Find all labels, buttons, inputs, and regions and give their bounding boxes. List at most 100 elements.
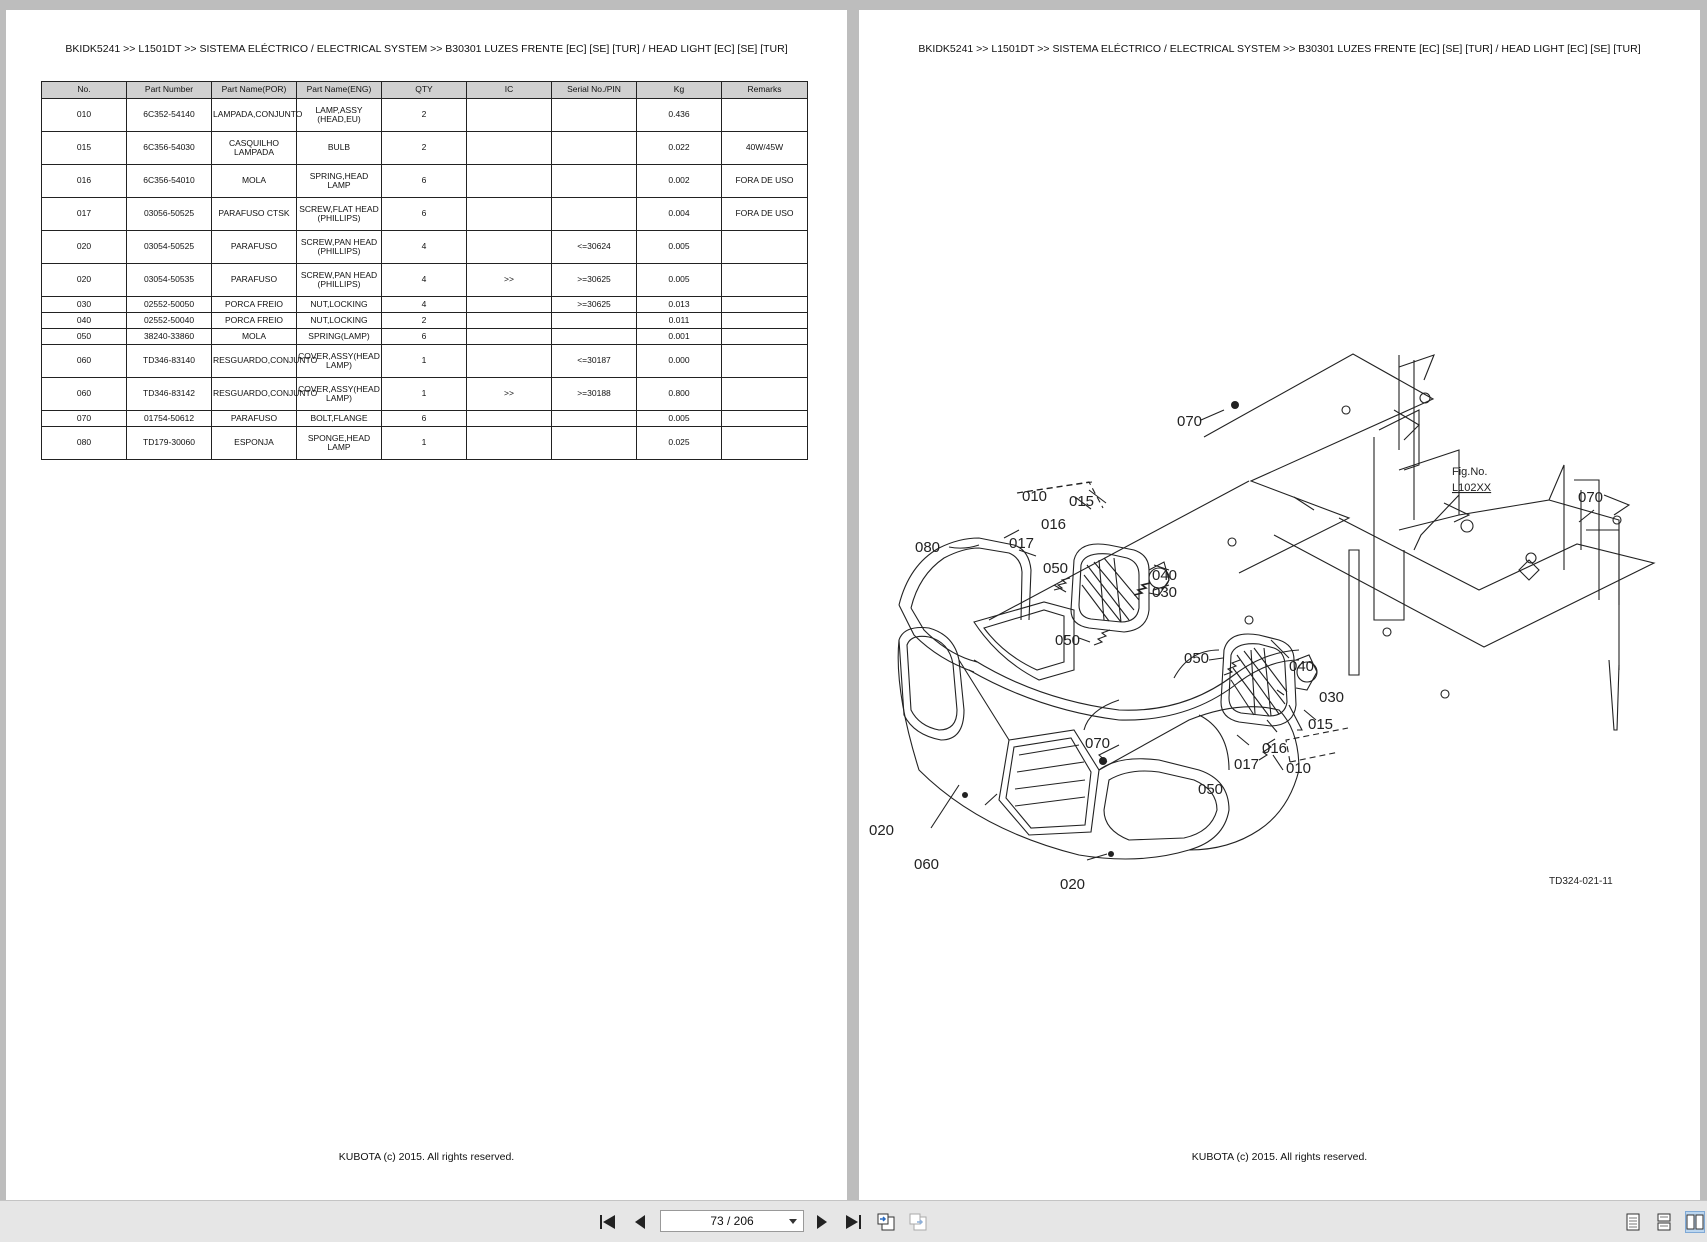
col-header-part-name-por: Part Name(POR): [211, 81, 297, 99]
callout-030-right: 030: [1319, 689, 1344, 706]
cell: 0.002: [636, 164, 722, 198]
cell: COVER,ASSY(HEAD LAMP): [296, 344, 382, 378]
cell: ESPONJA: [211, 426, 297, 460]
cell: [466, 410, 552, 427]
cell: RESGUARDO,CONJUNTO: [211, 377, 317, 411]
table-header-row: No. Part Number Part Name(POR) Part Name…: [41, 81, 808, 99]
callout-020-left: 020: [869, 822, 894, 839]
table-row: 030 02552-50050 PORCA FREIO NUT,LOCKING …: [41, 296, 808, 313]
table-row: 060 TD346-83142 RESGUARDO,CONJUNTO COVER…: [41, 377, 808, 411]
cell: 017: [41, 197, 127, 231]
callout-010-right: 010: [1286, 760, 1311, 777]
go-forward-view-button[interactable]: [908, 1212, 928, 1232]
table-row: 080 TD179-30060 ESPONJA SPONGE,HEAD LAMP…: [41, 426, 808, 460]
cell: [466, 312, 552, 329]
cell: 6C356-54010: [126, 164, 212, 198]
cell: 02552-50050: [126, 296, 212, 313]
left-page: BKIDK5241 >> L1501DT >> SISTEMA ELÉCTRIC…: [6, 10, 847, 1200]
cell: 4: [381, 296, 467, 313]
cell: 1: [381, 344, 467, 378]
cell: PARAFUSO: [211, 410, 297, 427]
cell: [721, 312, 808, 329]
fig-ref-label: L102XX: [1452, 482, 1492, 494]
cell: 0.005: [636, 410, 722, 427]
col-header-qty: QTY: [381, 81, 467, 99]
callout-016-right: 016: [1262, 740, 1287, 757]
cell: [551, 164, 637, 198]
cell: 6: [381, 197, 467, 231]
cell: [721, 98, 808, 132]
cell: SCREW,PAN HEAD (PHILLIPS): [296, 230, 382, 264]
cell: [466, 98, 552, 132]
cell: [466, 164, 552, 198]
cell: 050: [41, 328, 127, 345]
cell: 0.013: [636, 296, 722, 313]
cell: SPRING(LAMP): [296, 328, 382, 345]
two-page-icon: [1686, 1214, 1704, 1230]
table-row: 020 03054-50525 PARAFUSO SCREW,PAN HEAD …: [41, 230, 808, 264]
continuous-page-icon: [1657, 1213, 1671, 1231]
cell: [466, 344, 552, 378]
cell: 0.000: [636, 344, 722, 378]
go-back-view-button[interactable]: [876, 1212, 896, 1232]
continuous-view-button[interactable]: [1654, 1211, 1674, 1233]
cell: >>: [466, 263, 552, 297]
cell: 0.022: [636, 131, 722, 165]
cell: 0.005: [636, 263, 722, 297]
callout-017-left: 017: [1009, 535, 1034, 552]
first-page-icon: [600, 1215, 615, 1229]
callout-040-right: 040: [1289, 658, 1314, 675]
cell: 010: [41, 98, 127, 132]
cell: [466, 296, 552, 313]
page-indicator-text: 73 / 206: [710, 1214, 754, 1228]
single-page-view-button[interactable]: [1623, 1211, 1643, 1233]
cell: 2: [381, 98, 467, 132]
next-page-button[interactable]: [812, 1212, 832, 1232]
cell: SCREW,FLAT HEAD (PHILLIPS): [296, 197, 382, 231]
callout-020-bottom: 020: [1060, 876, 1085, 893]
cell: <=30624: [551, 230, 637, 264]
callout-070-center: 070: [1085, 735, 1110, 752]
cell: 0.004: [636, 197, 722, 231]
callout-080: 080: [915, 539, 940, 556]
cell: 016: [41, 164, 127, 198]
cell: 030: [41, 296, 127, 313]
cell: NUT,LOCKING: [296, 296, 382, 313]
cell: 080: [41, 426, 127, 460]
cell: 060: [41, 344, 127, 378]
cell: TD346-83142: [126, 377, 212, 411]
cell: [551, 98, 637, 132]
table-row: 050 38240-33860 MOLA SPRING(LAMP) 6 0.00…: [41, 328, 808, 345]
cell: 2: [381, 131, 467, 165]
cell: 4: [381, 263, 467, 297]
cell: [466, 197, 552, 231]
last-page-button[interactable]: [843, 1212, 863, 1232]
cell: 020: [41, 230, 127, 264]
cell: 6C352-54140: [126, 98, 212, 132]
two-page-view-button[interactable]: [1685, 1211, 1705, 1233]
callout-015-left: 015: [1069, 493, 1094, 510]
previous-page-icon: [635, 1215, 645, 1229]
cell: [721, 230, 808, 264]
cell: SPONGE,HEAD LAMP: [296, 426, 382, 460]
cell: PORCA FREIO: [211, 296, 297, 313]
cell: TD179-30060: [126, 426, 212, 460]
cell: 4: [381, 230, 467, 264]
cell: >=30625: [551, 263, 637, 297]
cell: >>: [466, 377, 552, 411]
chevron-down-icon: [789, 1219, 797, 1224]
previous-page-button[interactable]: [630, 1212, 650, 1232]
cell: 01754-50612: [126, 410, 212, 427]
table-row: 060 TD346-83140 RESGUARDO,CONJUNTO COVER…: [41, 344, 808, 378]
col-header-serial: Serial No./PIN: [551, 81, 637, 99]
callout-017-right: 017: [1234, 756, 1259, 773]
cell: [721, 426, 808, 460]
callout-070-top: 070: [1177, 413, 1202, 430]
table-row: 015 6C356-54030 CASQUILHO LAMPADA BULB 2…: [41, 131, 808, 165]
callout-050-left-mid: 050: [1055, 632, 1080, 649]
col-header-part-name-eng: Part Name(ENG): [296, 81, 382, 99]
cell: MOLA: [211, 164, 297, 198]
page-indicator-field[interactable]: 73 / 206: [660, 1210, 804, 1232]
first-page-button[interactable]: [598, 1212, 618, 1232]
callout-016-left: 016: [1041, 516, 1066, 533]
